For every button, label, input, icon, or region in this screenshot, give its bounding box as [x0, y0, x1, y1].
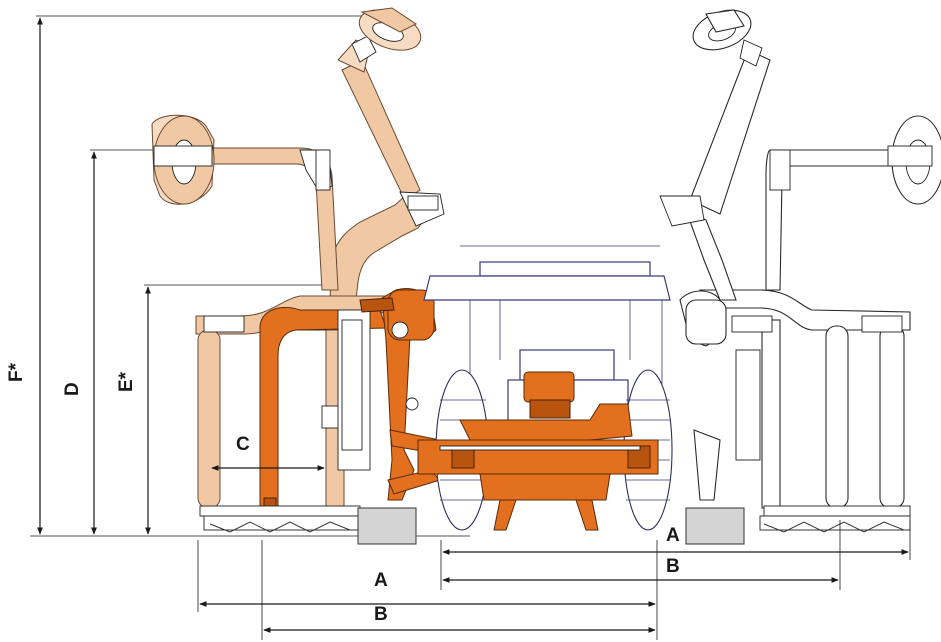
label-b-bottom: B	[374, 604, 388, 625]
label-b-right: B	[666, 556, 680, 577]
right-raised-vertical	[659, 9, 771, 301]
dimension-e: E*	[116, 284, 340, 535]
dimension-a-right: A	[440, 520, 841, 590]
label-d: D	[62, 382, 83, 396]
dimension-b-bottom: B	[261, 540, 656, 640]
label-f-star: F*	[6, 362, 27, 382]
dimension-b-right: B	[442, 520, 911, 577]
dimension-a-bottom: A	[197, 540, 658, 640]
dimension-d: D	[62, 149, 165, 535]
dimension-f: F*	[6, 15, 370, 535]
label-a-bottom: A	[374, 570, 388, 591]
label-e-star: E*	[116, 371, 137, 392]
raised-mower-vertical	[329, 7, 445, 301]
label-a-right: A	[666, 525, 680, 546]
raised-mower-mid	[151, 114, 339, 291]
left-transport-block	[357, 507, 417, 545]
right-mower-outline	[679, 289, 911, 533]
left-mower-deck	[195, 295, 425, 533]
orange-center-frame	[417, 371, 659, 531]
right-raised-mid	[765, 115, 941, 291]
label-c: C	[236, 434, 250, 455]
right-transport-block	[685, 507, 745, 545]
dimension-c: C	[211, 434, 325, 471]
